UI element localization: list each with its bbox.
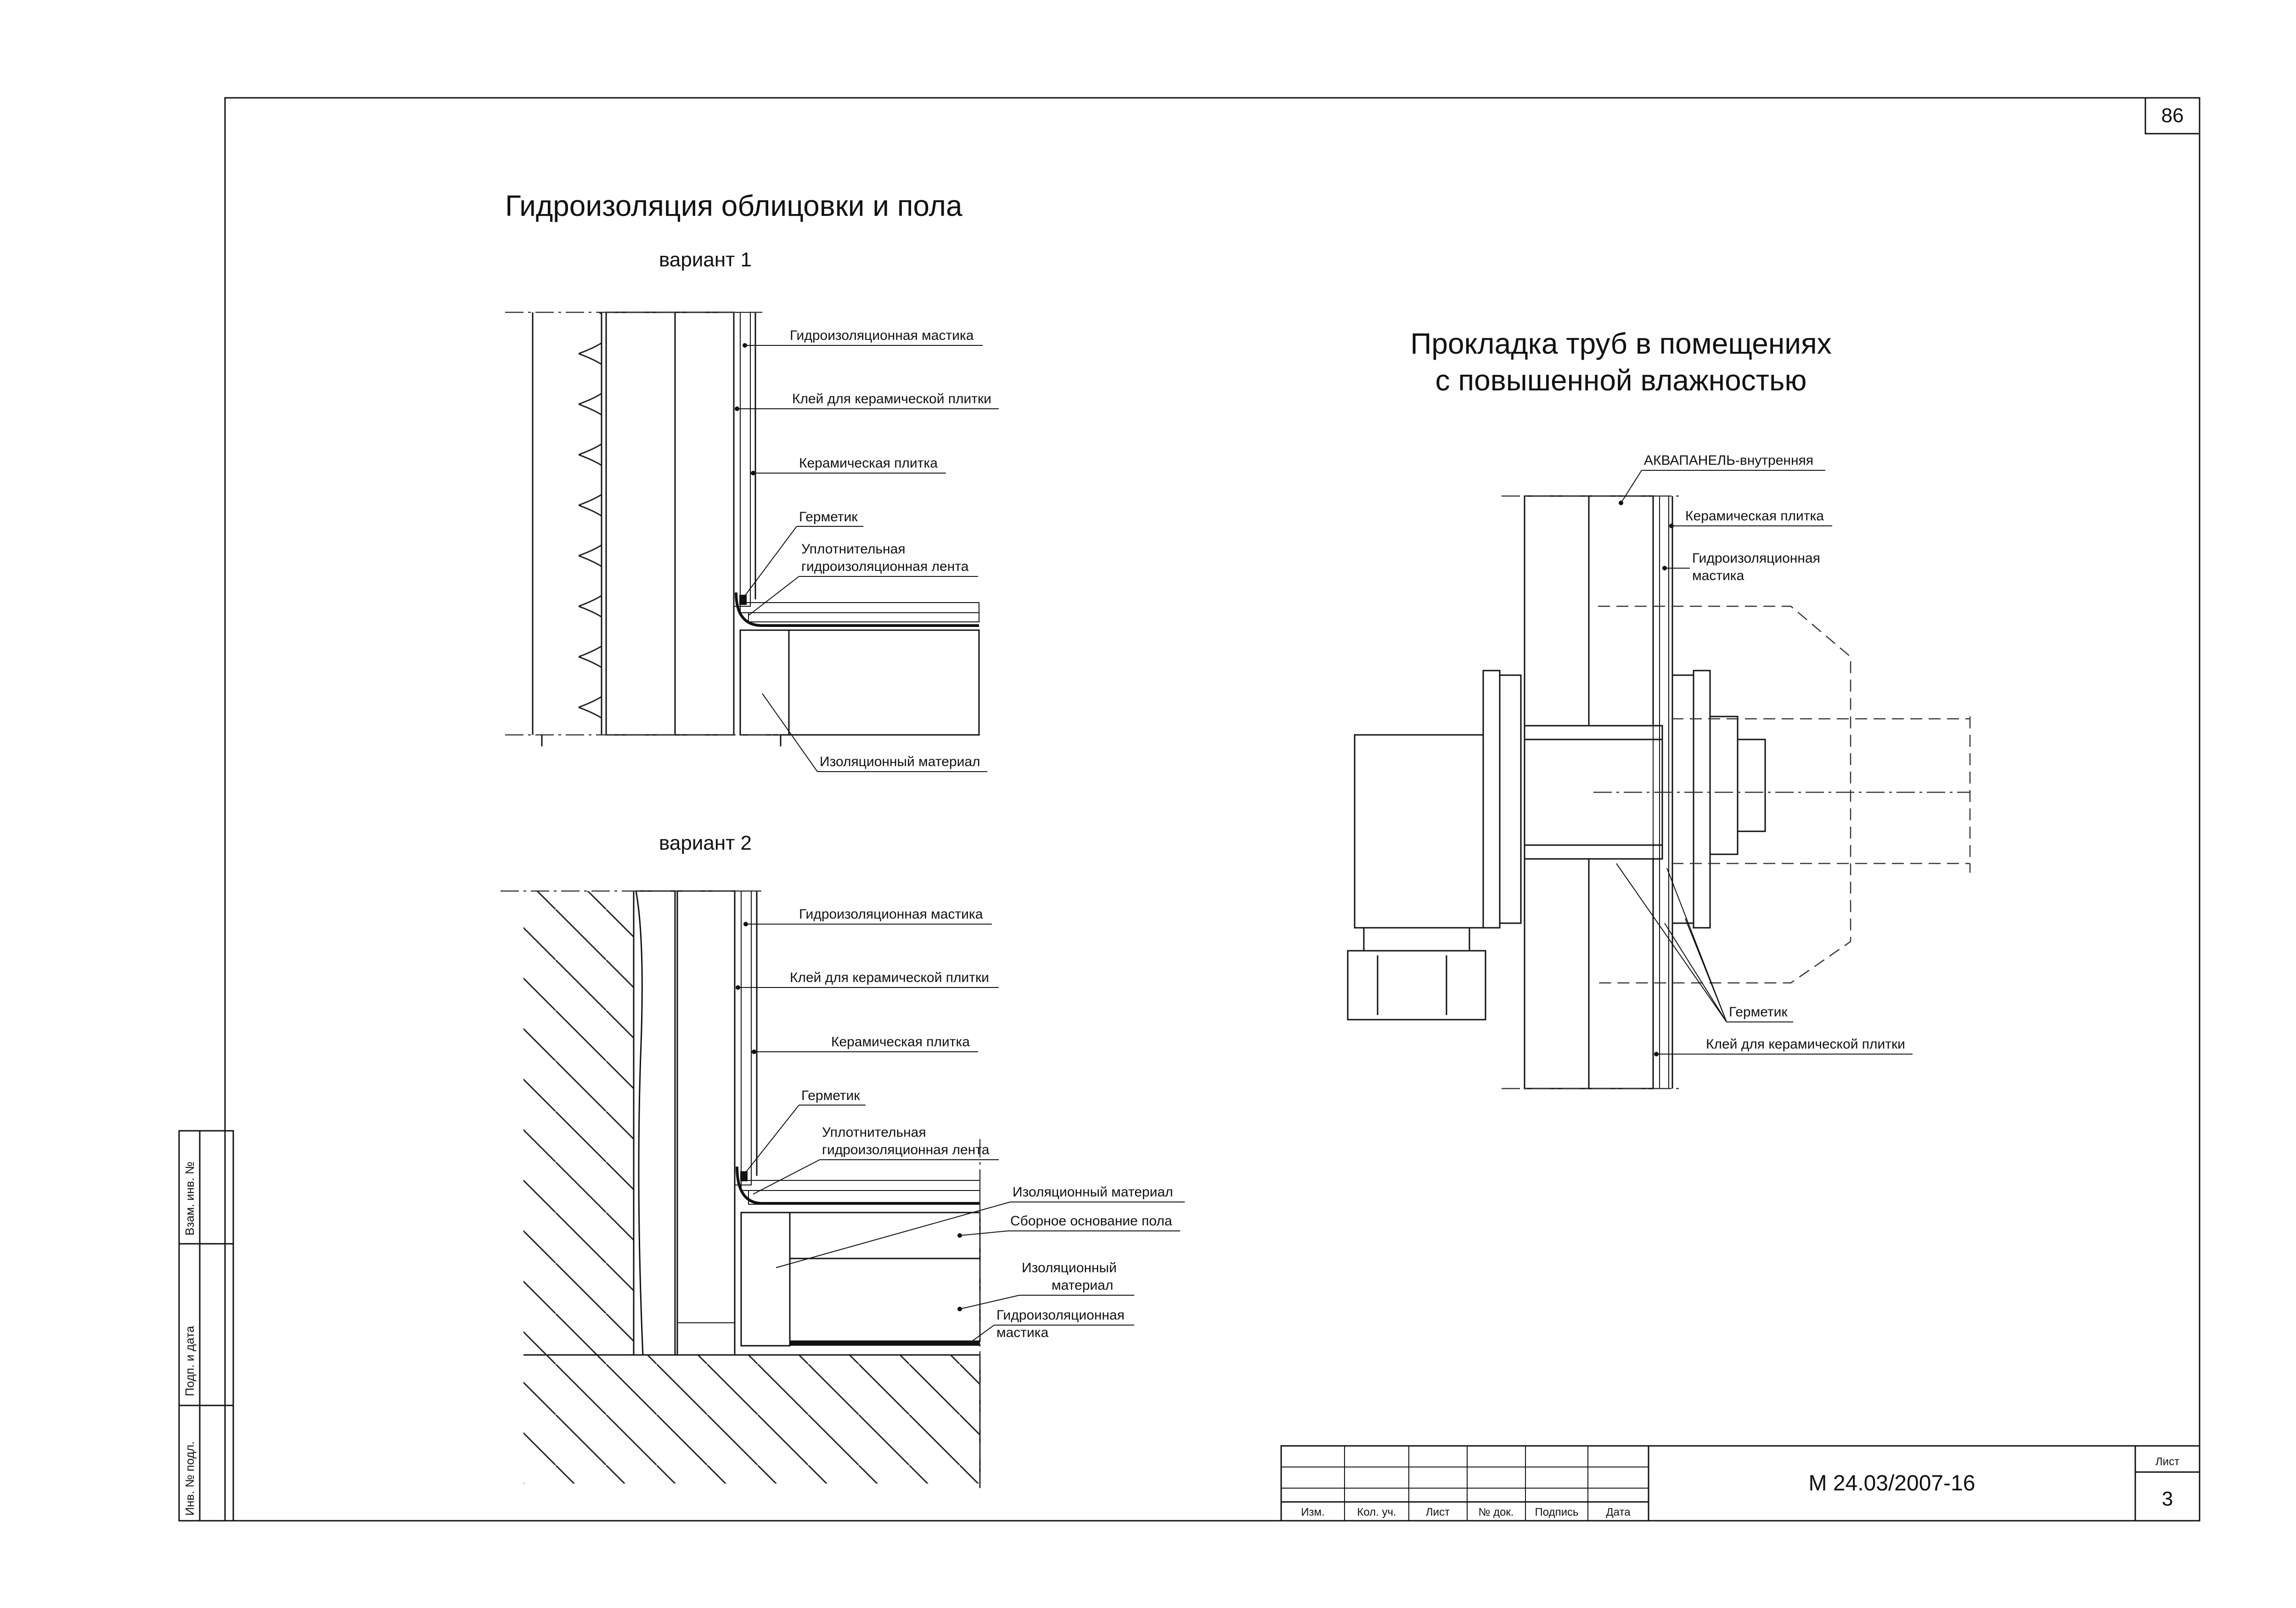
v1-callout-tape-1: Уплотнительная [801, 542, 906, 557]
v2-callout-tape-2: гидроизоляционная лента [822, 1142, 990, 1157]
v2-callout-insulation2-2: материал [1052, 1278, 1113, 1293]
v1-callout-tile: Керамическая плитка [799, 456, 938, 471]
v1-callout-mastic: Гидроизоляционная мастика [790, 328, 974, 343]
side-label-sign: Подп. и дата [183, 1326, 197, 1396]
stamp-col-izm: Изм. [1301, 1506, 1324, 1518]
r-callout-tile: Керамическая плитка [1685, 508, 1824, 524]
variant2-label: вариант 2 [659, 832, 752, 854]
variant1-label: вариант 1 [659, 248, 752, 271]
r-callout-aquapanel: АКВАПАНЕЛЬ-внутренняя [1644, 453, 1813, 468]
v1-callout-glue: Клей для керамической плитки [792, 391, 991, 406]
v1-callout-tape-2: гидроизоляционная лента [801, 559, 969, 574]
title-block: Изм. Кол. уч. Лист № док. Подпись Дата М… [1280, 1445, 2200, 1522]
v1-callout-sealant: Герметик [799, 509, 858, 525]
side-label-inv: Инв. № подл. [183, 1441, 197, 1516]
v2-callout-insulation: Изоляционный материал [1013, 1185, 1173, 1200]
variant1-detail: вариант 1 Гидроизоляционная мастика Клей… [505, 248, 999, 772]
left-title: Гидроизоляция облицовки и пола [505, 189, 962, 222]
v2-callout-glue: Клей для керамической плитки [790, 970, 989, 985]
corner-number: 86 [2161, 104, 2184, 127]
sheet-frame: 86 [224, 97, 2200, 1522]
stamp-col-sign: Подпись [1535, 1506, 1579, 1518]
pipe-detail: АКВАПАНЕЛЬ-внутренняя Керамическая плитк… [1347, 453, 1971, 1089]
stamp-col-doc: № док. [1479, 1506, 1514, 1518]
sheet-label: Лист [2155, 1456, 2179, 1468]
stamp-col-kol: Кол. уч. [1357, 1506, 1396, 1518]
v2-callout-sealant: Герметик [801, 1088, 860, 1103]
v2-callout-tile: Керамическая плитка [831, 1034, 970, 1049]
v2-callout-mastic2-1: Гидроизоляционная [996, 1308, 1125, 1323]
sheet-number: 3 [2162, 1488, 2173, 1510]
side-stamp: Инв. № подл. Подп. и дата Взам. инв. № [178, 1130, 234, 1522]
document-code: М 24.03/2007-16 [1809, 1471, 1975, 1495]
v2-callout-tape-1: Уплотнительная [822, 1125, 926, 1140]
r-callout-mastic-2: мастика [1692, 568, 1745, 583]
right-title-line2: с повышенной влажностью [1435, 364, 1807, 397]
v1-callout-insulation: Изоляционный материал [820, 754, 980, 769]
v2-callout-mastic2-2: мастика [996, 1325, 1049, 1340]
r-callout-sealant: Герметик [1729, 1004, 1788, 1020]
v2-callout-insulation2-1: Изоляционный [1022, 1260, 1117, 1275]
v2-callout-mastic: Гидроизоляционная мастика [799, 907, 983, 922]
stamp-col-date: Дата [1606, 1506, 1631, 1518]
v2-callout-base: Сборное основание пола [1010, 1213, 1172, 1229]
r-callout-mastic-1: Гидроизоляционная [1692, 551, 1820, 566]
variant2-detail: вариант 2 Гидроизоляционная мастика [501, 832, 1185, 1488]
side-label-replace: Взам. инв. № [183, 1162, 197, 1236]
stamp-col-list: Лист [1426, 1506, 1450, 1518]
right-title-line1: Прокладка труб в помещениях [1410, 327, 1831, 360]
r-callout-glue: Клей для керамической плитки [1706, 1037, 1905, 1052]
